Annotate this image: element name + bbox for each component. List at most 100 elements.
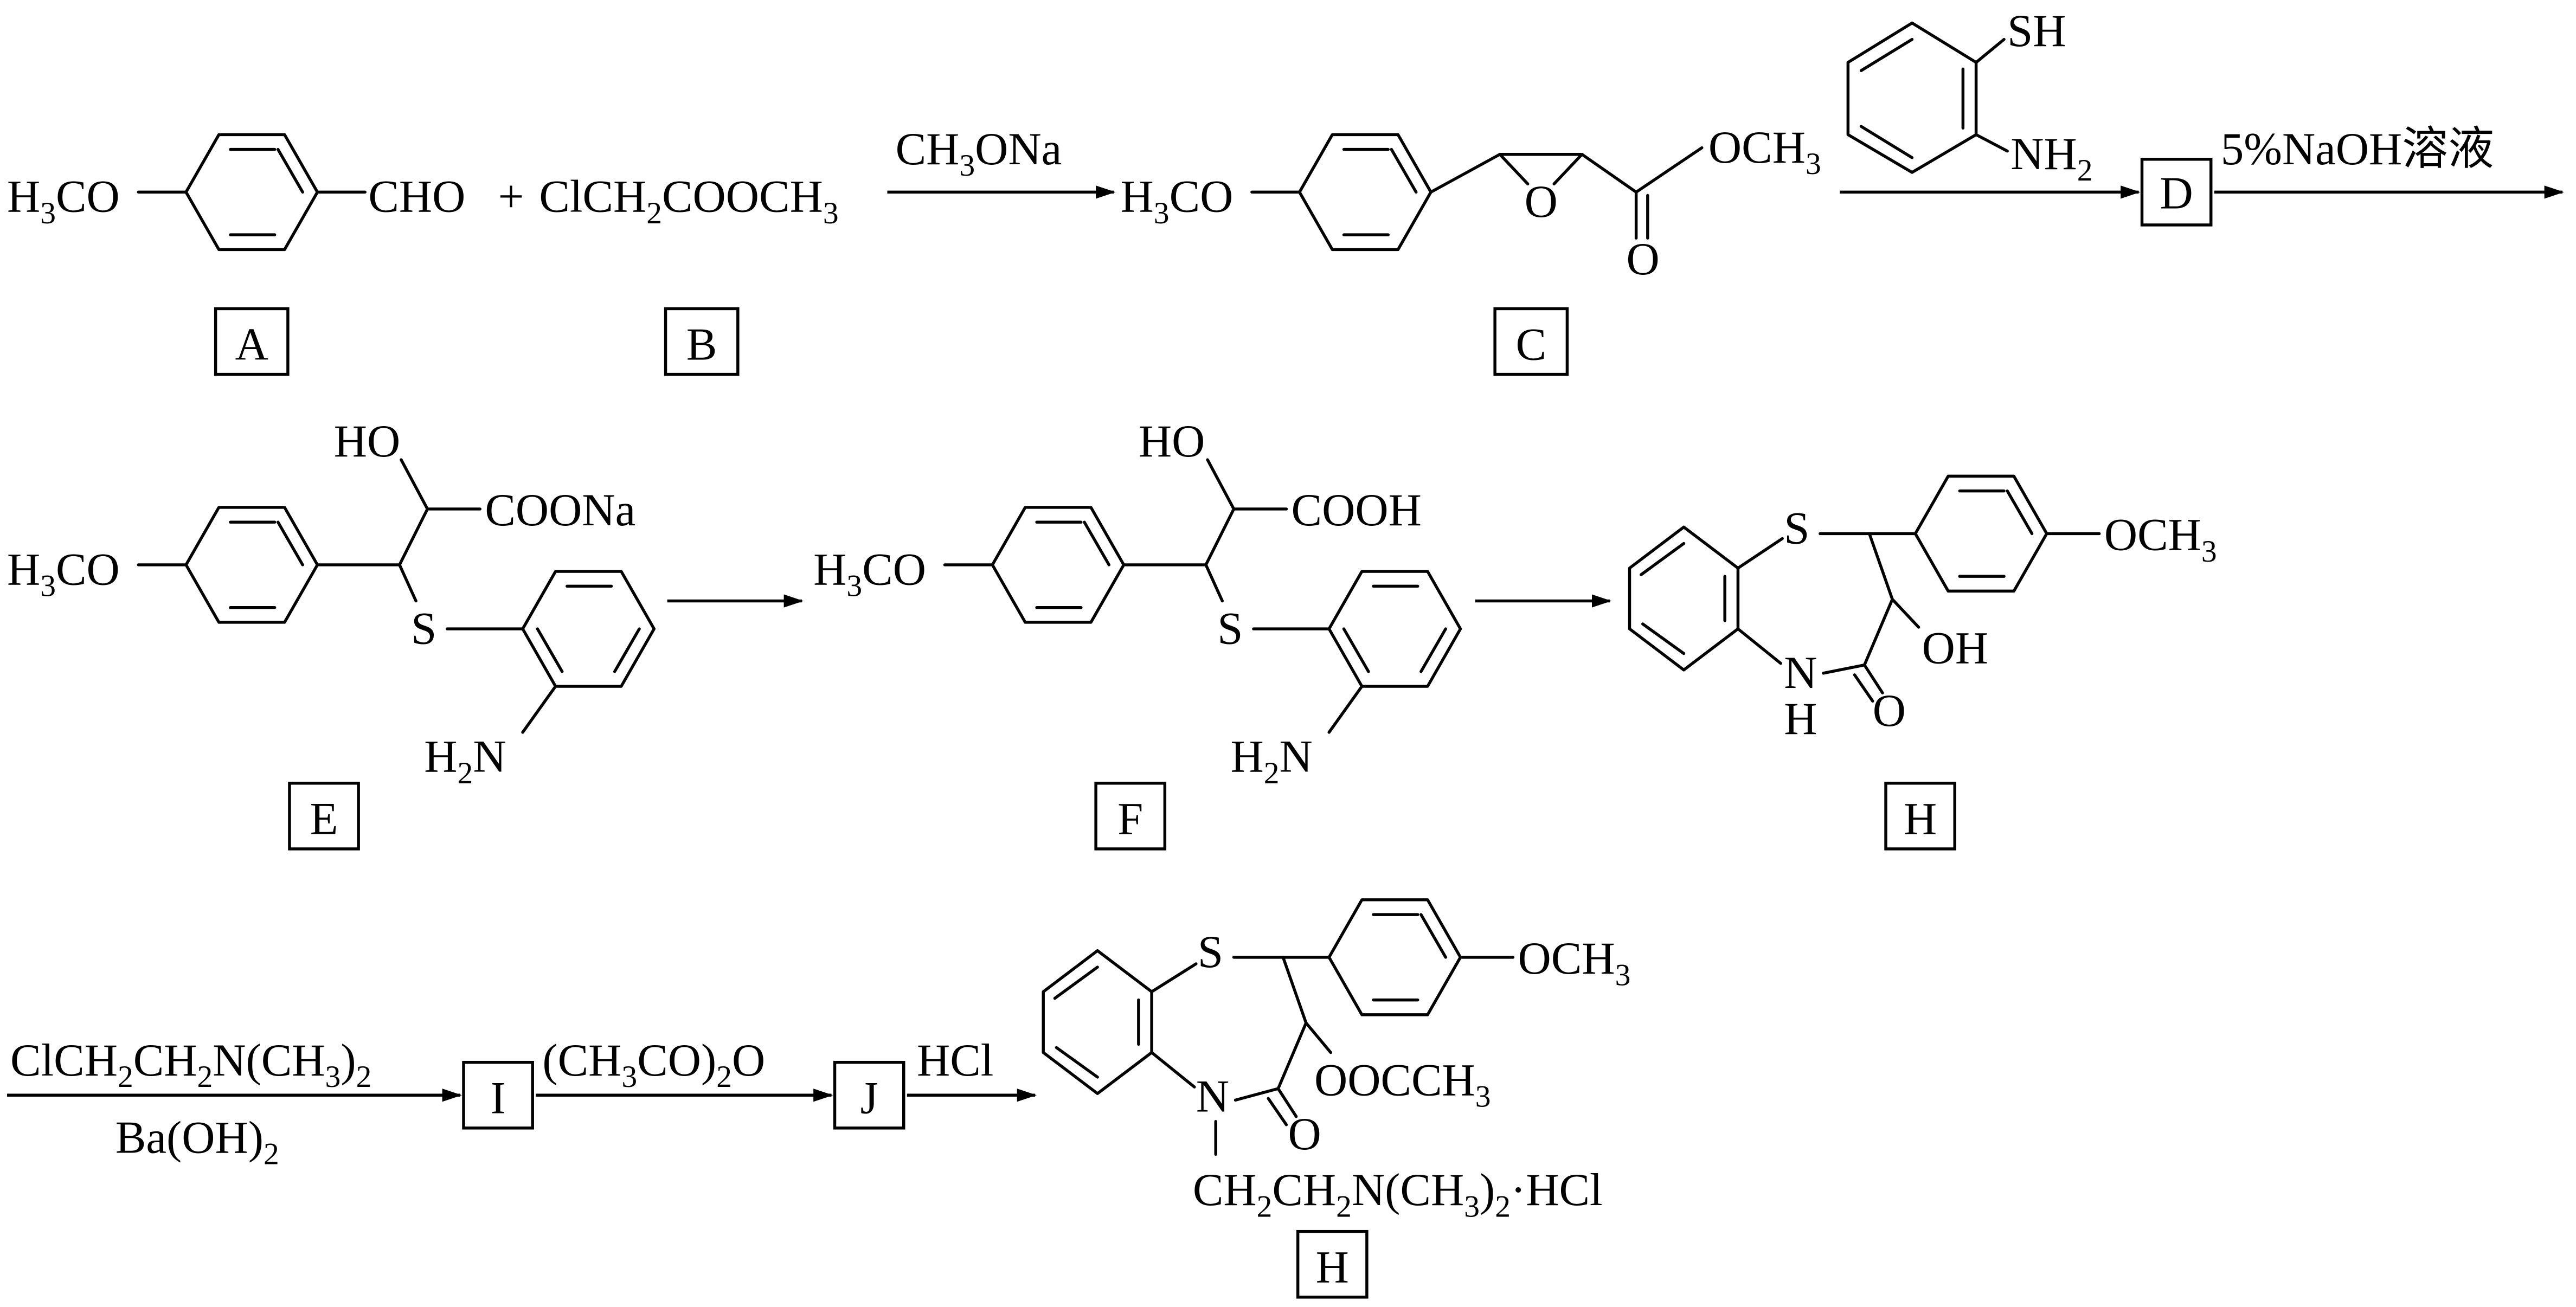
h1-ring-double-bond [1639,542,1686,576]
h1-nh-hydrogen: H [1784,693,1817,744]
h1-anisyl-ring [1913,474,2048,593]
arrow1-reagent: CH3ONa [896,124,1062,183]
c-epoxide-co [1552,152,1584,185]
compound-h-final: S OOCCH3 O N CH2CH2N(CH3)2·HCl OCH3 [1042,898,1631,1224]
c-ester-methoxy: OCH3 [1708,122,1821,181]
c-epoxide-co [1498,152,1530,185]
h2-carbonyl-bond [1276,1087,1298,1118]
h1-nitrogen: N [1784,647,1817,698]
f-ring-double-bond [1342,627,1370,673]
e-sulfur: S [411,603,436,654]
label-box-h2 [1296,1229,1369,1299]
e-carboxylate: COONa [485,485,635,536]
h2-sulfur: S [1198,926,1223,977]
thiol-bond-sh [1974,37,2006,64]
h1-ring-double-bond [2006,489,2034,536]
h2-anisyl-ring [1327,898,1462,1016]
f-bond-s [1204,563,1224,603]
reagent-2-aminothiophenol: SH NH2 [1846,5,2092,188]
a-aldehyde-group: CHO [368,171,465,222]
arrow-reagent-top: ClCH2CH2N(CH3)2 [10,1035,371,1094]
thiol-sh-group: SH [2007,5,2066,56]
e-aniline-ring [521,570,656,688]
a-ring-double-bond [277,147,304,194]
e-methoxy-group: H3CO [7,544,120,603]
c-ring-double-bond [1390,147,1418,194]
compound-h-lactam: S OH O N H OCH3 [1628,474,2217,744]
h2-methoxy: OCH3 [1518,933,1631,992]
thiol-ring-double-bond [1859,125,1914,159]
label-box-c [1493,307,1569,376]
f-amine: H2N [1230,731,1312,790]
h1-carbonyl-oxygen: O [1873,685,1906,736]
h2-bond-c-c [1281,956,1308,1025]
h1-bond-c-n [1822,663,1866,675]
e-bond-nh2 [521,685,557,734]
thiol-benzene-ring [1846,21,1978,174]
f-methoxy-group: H3CO [813,544,926,603]
e-amine: H2N [424,731,506,790]
h2-ring-double-bond [1055,1046,1099,1079]
e-ring-double-bond [536,627,564,673]
e-bond-oh [400,458,429,511]
compound-e: H3CO HO COONa S H2N [7,416,656,790]
compound-a: H3CO CHO [7,133,465,252]
c-carbonyl-oxygen: O [1626,234,1659,285]
h2-bond-c-carbonyl [1276,1021,1308,1090]
f-ring-double-bond [1419,627,1447,673]
plus-sign: + [498,171,524,222]
label-box-f [1094,782,1167,851]
e-ring-double-bond [277,520,304,566]
compound-f: H3CO HO COOH S H2N [813,416,1462,790]
label-box-d [2140,158,2213,227]
h2-fused-benzene-ring [1042,949,1153,1095]
f-aniline-ring [1327,570,1462,688]
label-box-b [664,307,740,376]
e-hydroxyl: HO [334,416,400,467]
c-bond-epoxide [1429,152,1501,194]
h2-bond-ring-n [1150,1051,1196,1089]
label-box-j [833,1060,905,1130]
arrow-reagent-bottom: Ba(OH)2 [115,1112,279,1171]
label-b: B [686,319,717,370]
c-epoxide-oxygen: O [1525,176,1558,227]
a-methoxy-group: H3CO [7,171,120,230]
h1-methoxy: OCH3 [2104,510,2217,569]
c-bond-oc [1634,146,1704,194]
thiol-nh2-group: NH2 [2010,128,2092,188]
label-e: E [310,794,338,845]
h2-bond-oac [1305,1021,1332,1054]
compound-c: H3CO O O OCH3 [1121,122,1821,285]
label-box-i [462,1060,534,1130]
arrow3-reagent: 5%NaOH溶液 [2221,124,2494,175]
h2-acetoxy: OOCCH3 [1314,1054,1491,1113]
h1-hydroxyl: OH [1922,623,1988,674]
h2-side-chain: CH2CH2N(CH3)2·HCl [1193,1164,1603,1224]
h1-carbonyl-bond [1862,663,1884,694]
h1-carbonyl-bond [1853,673,1874,703]
thiol-bond-nh2 [1974,133,2009,153]
f-hydroxyl: HO [1139,416,1205,467]
h1-bond-s [1736,537,1784,570]
label-box-a [214,307,290,376]
label-i: I [490,1073,505,1124]
e-bond-s [398,563,417,603]
h1-bond-oh [1891,597,1920,629]
label-h1: H [1904,794,1937,845]
c-benzene-ring [1297,133,1432,252]
e-benzene-ring [184,506,319,624]
compound-b-formula: ClCH2COOCH3 [539,171,838,230]
h1-sulfur: S [1784,503,1809,554]
h1-fused-benzene-ring [1628,525,1740,672]
h2-carbonyl-bond [1267,1097,1288,1126]
h2-ring-double-bond [1053,965,1099,1000]
f-carboxylic-acid: COOH [1292,485,1422,536]
label-c: C [1515,319,1546,370]
h2-nitrogen: N [1196,1071,1229,1122]
f-bond-chain [1204,507,1236,566]
h1-bond-c-carbonyl [1862,597,1894,667]
arrow-reagent-hcl: HCl [917,1035,993,1086]
c-methoxy-group: H3CO [1121,171,1234,230]
label-box-h1 [1884,782,1956,851]
e-ring-double-bond [613,627,641,673]
